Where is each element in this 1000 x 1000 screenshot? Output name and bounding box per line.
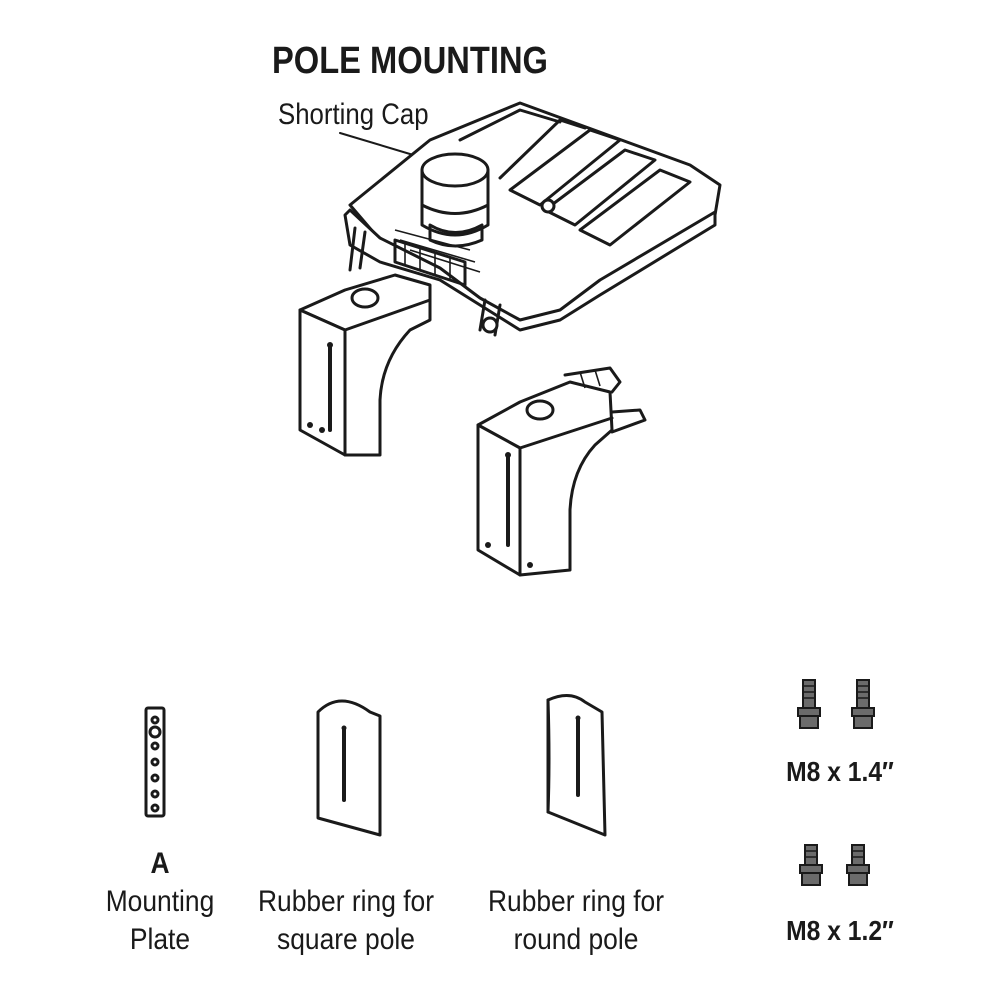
rubber-ring-square-drawing [316, 699, 382, 837]
part-a-label: A Mounting Plate [98, 845, 221, 959]
shorting-cap-drawing [420, 168, 490, 237]
arm-bracket-separate-drawing [476, 366, 647, 577]
mounting-plate-drawing [144, 706, 166, 818]
round-ring-label: Rubber ring for round pole [479, 883, 673, 959]
part-name-line2: square pole [277, 923, 415, 956]
page-title: POLE MOUNTING [272, 40, 548, 82]
part-name-line2: round pole [513, 923, 639, 956]
shorting-cap-label: Shorting Cap [278, 98, 429, 131]
square-ring-label: Rubber ring for square pole [249, 883, 443, 959]
part-name-line2: Plate [129, 923, 191, 956]
bolt-icon [846, 844, 870, 886]
screw-label-1-2: M8 x 1.2″ [786, 915, 894, 946]
rubber-ring-round-drawing [546, 694, 607, 837]
part-name-line1: Rubber ring for [487, 885, 665, 918]
bolt-icon [799, 844, 823, 886]
fixture-housing-drawing [343, 101, 722, 337]
bolt-icon [797, 679, 821, 729]
part-name-line1: Rubber ring for [257, 885, 435, 918]
part-name-line1: Mounting [105, 885, 215, 918]
bolt-icon [851, 679, 875, 729]
screw-label-1-4: M8 x 1.4″ [786, 756, 894, 787]
part-letter: A [150, 847, 170, 880]
arm-bracket-attached-drawing [298, 273, 432, 457]
